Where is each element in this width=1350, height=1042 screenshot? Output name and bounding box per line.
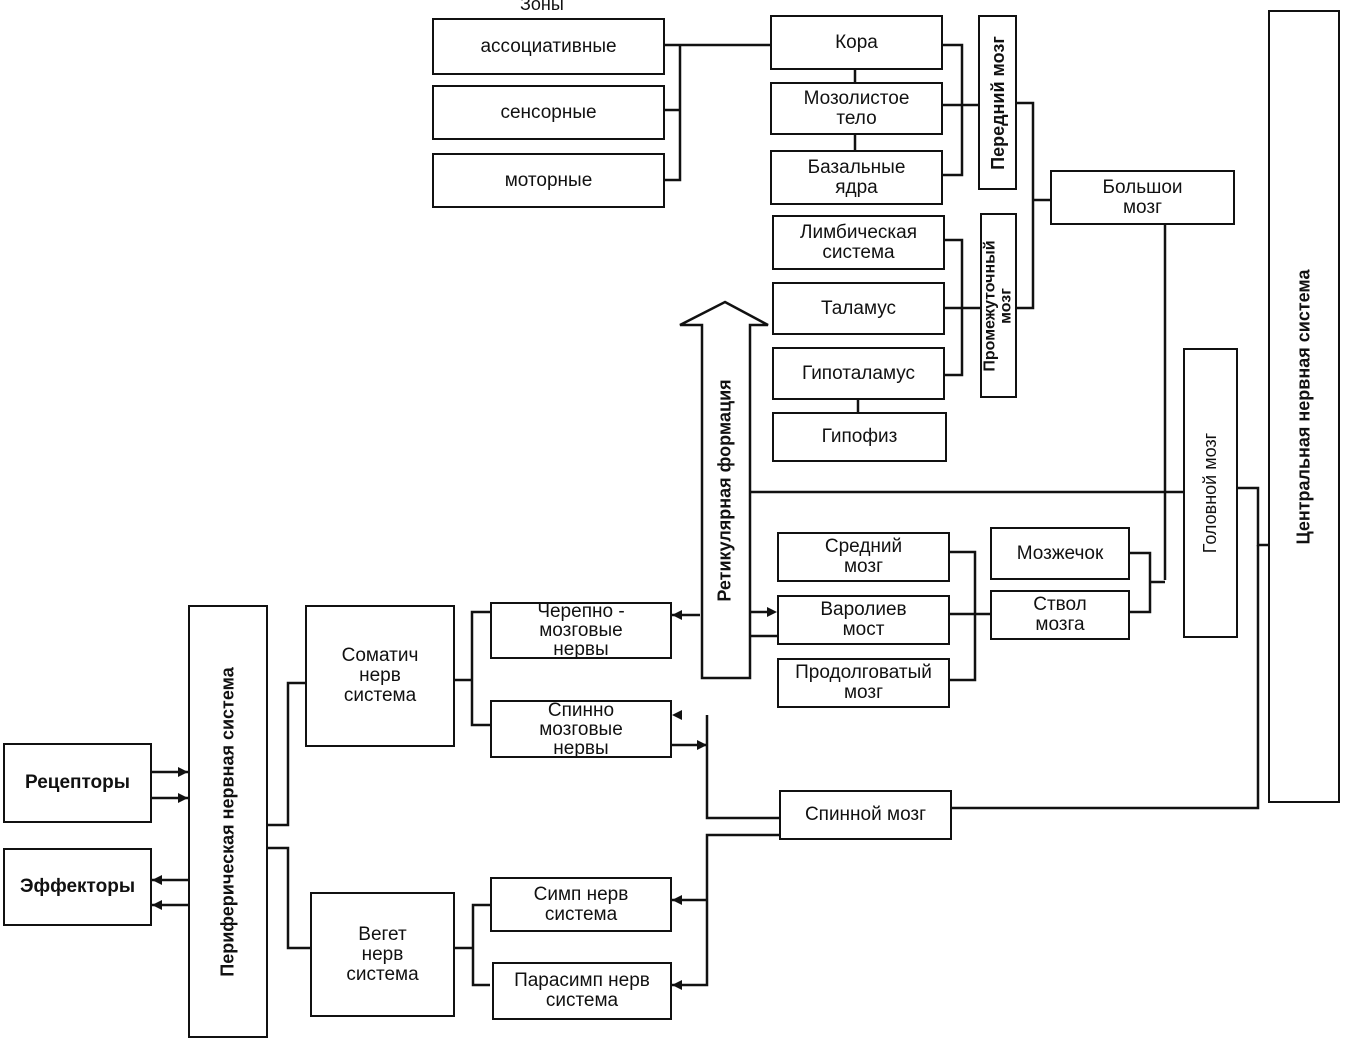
cortex-box: Кора bbox=[770, 15, 943, 70]
cranial-nerves-box: Черепно - мозговые нервы bbox=[490, 602, 672, 659]
brain-box: Головной мозг bbox=[1183, 348, 1238, 638]
forebrain-box: Передний мозг bbox=[978, 15, 1017, 190]
pns-box: Периферическая нервная система bbox=[188, 605, 268, 1038]
limbic-system-box: Лимбическая система bbox=[772, 215, 945, 270]
autonomic-ns-box: Вегет нерв система bbox=[310, 892, 455, 1017]
cns-label: Центральная нервная система bbox=[1294, 268, 1314, 545]
cerebrum-box: Большои мозг bbox=[1050, 170, 1235, 225]
corpus-callosum-box: Мозолистое тело bbox=[770, 82, 943, 135]
pituitary-box: Гипофиз bbox=[772, 412, 947, 462]
hypothalamus-box: Гипоталамус bbox=[772, 347, 945, 400]
spinal-nerves-box: Спинно мозговые нервы bbox=[490, 700, 672, 758]
sympathetic-ns-box: Симп нерв система bbox=[490, 877, 672, 932]
spinal-cord-box: Спинной мозг bbox=[779, 790, 952, 840]
medulla-box: Продолговатый мозг bbox=[777, 658, 950, 708]
brainstem-box: Ствол мозга bbox=[990, 590, 1130, 640]
zone-motor: моторные bbox=[432, 153, 665, 208]
reticular-formation-label: Ретикулярная формация bbox=[714, 378, 735, 602]
reticular-arrow-shape bbox=[679, 300, 769, 680]
cerebellum-box: Мозжечок bbox=[990, 527, 1130, 580]
basal-ganglia-box: Базальные ядра bbox=[770, 150, 943, 205]
receptors-box: Рецепторы bbox=[3, 743, 152, 823]
forebrain-label: Передний мозг bbox=[987, 35, 1008, 170]
zone-associative: ассоциативные bbox=[432, 18, 665, 75]
pons-box: Варолиев мост bbox=[777, 595, 950, 645]
zone-sensory: сенсорные bbox=[432, 85, 665, 140]
pns-label: Периферическая нервная система bbox=[218, 666, 239, 977]
effectors-box: Эффекторы bbox=[3, 848, 152, 926]
diencephalon-box: Промежуточный мозг bbox=[980, 213, 1017, 398]
parasympathetic-ns-box: Парасимп нерв система bbox=[492, 962, 672, 1020]
reticular-formation: Ретикулярная формация bbox=[700, 300, 750, 680]
diencephalon-label: Промежуточный мозг bbox=[981, 239, 1015, 372]
cns-box: Центральная нервная система bbox=[1268, 10, 1340, 803]
thalamus-box: Таламус bbox=[772, 282, 945, 335]
zones-label: Зоны bbox=[520, 0, 564, 14]
midbrain-box: Средний мозг bbox=[777, 532, 950, 582]
brain-label: Головной мозг bbox=[1200, 432, 1221, 554]
somatic-ns-box: Соматич нерв система bbox=[305, 605, 455, 747]
